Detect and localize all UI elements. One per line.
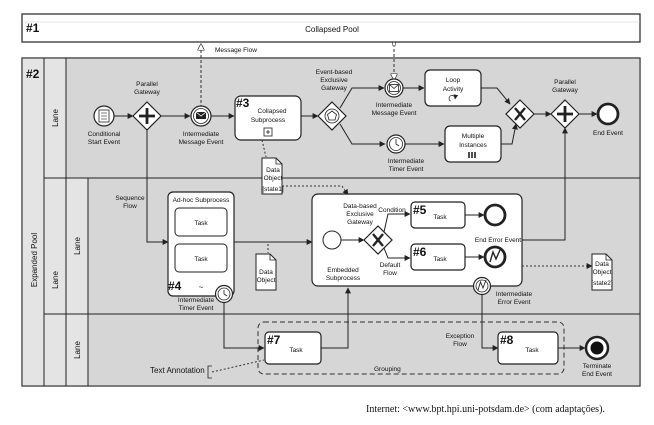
label-labels-data-object: Data [595, 261, 609, 268]
label-labels-intermediate-timer-1: Intermediate [388, 158, 425, 165]
label-labels-state1: [state1] [262, 186, 284, 193]
sequence-flow: Sequence Flow [115, 130, 169, 245]
label-labels-embedded-subprocess-2: Subprocess [326, 275, 361, 282]
lane-3-elements: Grouping #7 Task #8 Task Terminate End E… [150, 287, 612, 379]
label-labels-default-flow-2: Flow [383, 270, 397, 277]
label-labels-condition: Condition [378, 207, 406, 214]
label-labels-data-object-2: Object [264, 175, 283, 182]
label-labels-collapsed-subprocess-2: Subprocess [251, 117, 286, 124]
lane-1-label: Lane [51, 109, 60, 127]
source-caption: Internet: <www.bpt.hpi.uni-potsdam.de> (… [366, 404, 605, 415]
label-labels-task: Task [433, 214, 447, 221]
data-object-state1: Data Object [state1] [261, 139, 349, 196]
label-labels-intermediate-timer-2: Timer Event [389, 166, 424, 173]
label-labels-state2: [state2] [591, 280, 613, 287]
label-labels-sequence-flow-2: Flow [123, 203, 137, 210]
label-markers-n6: #6 [413, 245, 427, 259]
label-labels-intermediate-timer-1: Intermediate [178, 297, 215, 304]
label-markers-n7: #7 [267, 333, 281, 347]
collapsed-pool: #1 Collapsed Pool [21, 13, 641, 43]
lane-3-label: Lane [73, 341, 82, 359]
pool-number-2: #2 [26, 67, 40, 81]
label-labels-sequence-flow-1: Sequence [115, 195, 145, 202]
label-labels-parallel-gateway-2: Gateway [552, 87, 578, 94]
label-labels-data-object: Data [259, 269, 273, 276]
lane-2a-label: Lane [73, 237, 82, 255]
label-labels-collapsed-subprocess-1: Collapsed [258, 108, 287, 115]
label-labels-data-object-2: Object [257, 277, 276, 284]
message-flow-label: Message Flow [215, 47, 257, 54]
label-labels-intermediate-error-1: Intermediate [496, 291, 533, 298]
label-markers-n4: #4 [168, 279, 182, 293]
embedded-start-event [322, 230, 342, 250]
label-labels-event-based-2: Exclusive [320, 77, 348, 84]
label-labels-data-object: Data [266, 167, 280, 174]
label-labels-end-error-event: End Error Event [475, 237, 521, 244]
label-labels-end-event: End Event [593, 130, 623, 137]
label-labels-task: Task [525, 347, 539, 354]
label-labels-intermediate-error-2: Error Event [498, 299, 531, 306]
end-event [596, 102, 620, 126]
label-labels-task: Task [289, 347, 303, 354]
collapsed-pool-title: Collapsed Pool [305, 25, 359, 34]
label-labels-conditional-start-1: Conditional [88, 131, 121, 138]
label-labels-intermediate-message-2: Message Event [372, 110, 417, 117]
label-labels-default-flow-1: Default [380, 262, 401, 269]
label-markers-n8: #8 [500, 333, 514, 347]
label-labels-terminate-1: Terminate [583, 363, 612, 370]
collapsed-subprocess [234, 95, 302, 141]
grouping-label: Grouping [374, 366, 401, 373]
label-labels-event-based-1: Event-based [316, 69, 353, 76]
expanded-pool: #2 Expanded Pool Lane Lane Lane Lane [21, 57, 641, 387]
label-labels-exception-flow-1: Exception [446, 333, 475, 340]
label-labels-data-object-2: Object [593, 269, 612, 276]
label-labels-task: Task [194, 256, 208, 263]
label-labels-task: Task [433, 256, 447, 263]
label-labels-adhoc-subprocess: Ad-hoc Subprocess [173, 197, 230, 204]
label-markers-n5: #5 [413, 203, 427, 217]
lane-1-elements: Conditional Start Event Parallel Gateway… [88, 69, 623, 173]
svg-text:~: ~ [199, 283, 204, 292]
label-labels-loop-activity-1: Loop [446, 77, 461, 84]
label-labels-parallel-gateway-1: Parallel [136, 81, 158, 88]
label-labels-exception-flow-2: Flow [453, 341, 467, 348]
embedded-subprocess: Embedded Subprocess Data-based Exclusive… [311, 127, 593, 351]
label-labels-data-based-1: Data-based [343, 203, 377, 210]
label-labels-loop-activity-2: Activity [443, 86, 464, 93]
label-labels-parallel-gateway-1: Parallel [554, 79, 576, 86]
label-labels-multiple-instances-2: Instances [459, 142, 488, 149]
expanded-pool-title: Expanded Pool [30, 233, 39, 287]
message-flows: Message Flow [201, 44, 394, 108]
label-labels-embedded-subprocess-1: Embedded [327, 267, 359, 274]
adhoc-subprocess: Ad-hoc Subprocess Task Task ~ #4 Interme… [167, 191, 313, 351]
label-labels-intermediate-message-2: Message Event [179, 139, 224, 146]
event-based-gateway [317, 101, 347, 131]
label-labels-conditional-start-2: Start Event [88, 139, 120, 146]
label-labels-intermediate-message-1: Intermediate [376, 102, 413, 109]
text-annotation: Text Annotation [150, 366, 205, 375]
label-labels-data-based-3: Gateway [347, 219, 373, 226]
pool-number-1: #1 [26, 21, 40, 35]
data-object-state2: Data Object [state2] [591, 253, 613, 291]
label-labels-intermediate-timer-2: Timer Event [179, 305, 214, 312]
label-labels-task: Task [194, 220, 208, 227]
data-object-middle: Data Object [255, 244, 277, 291]
label-labels-multiple-instances-1: Multiple [462, 133, 485, 140]
lane-2-label: Lane [51, 271, 60, 289]
label-labels-terminate-2: End Event [582, 371, 612, 378]
label-labels-intermediate-message-1: Intermediate [183, 131, 220, 138]
label-labels-parallel-gateway-2: Gateway [134, 89, 160, 96]
label-labels-data-based-2: Exclusive [346, 211, 374, 218]
embedded-end-event [483, 203, 507, 227]
label-markers-n3: #3 [236, 96, 250, 110]
label-labels-event-based-3: Gateway [321, 85, 347, 92]
